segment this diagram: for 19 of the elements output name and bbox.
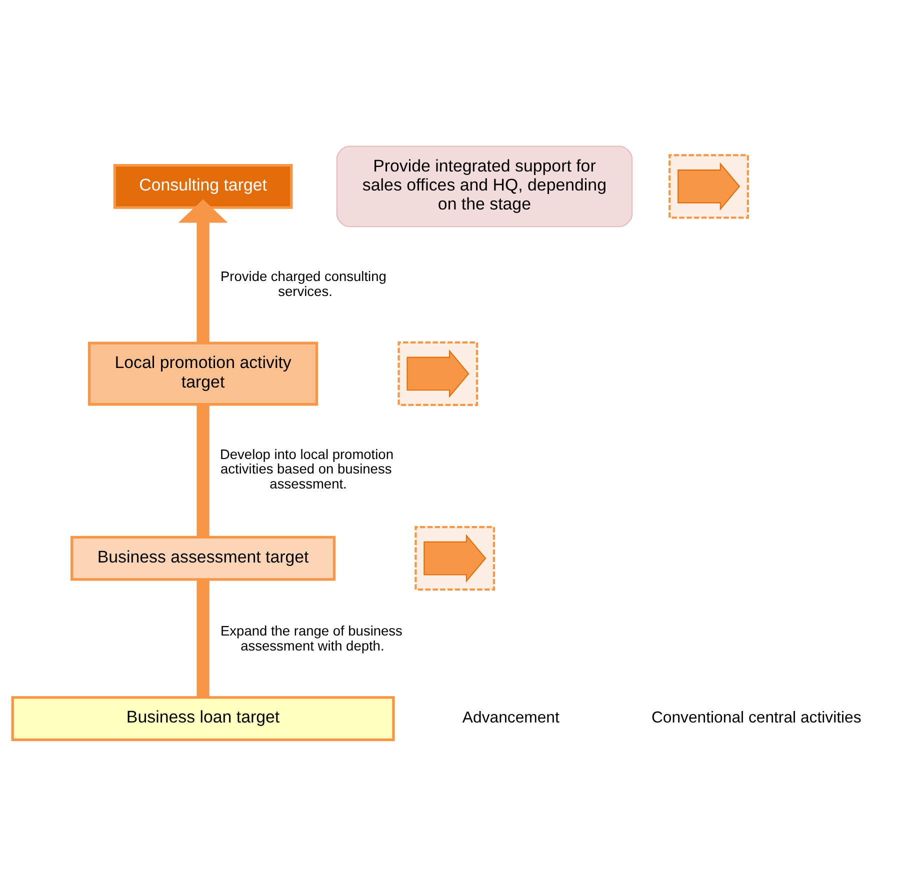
edge-label: Develop into local promotion activities based on business assessment. [220, 446, 394, 492]
node-box: Business loan target [11, 696, 395, 742]
cluster [414, 526, 496, 591]
node-arrow [678, 162, 740, 211]
connector [196, 404, 210, 538]
arrow [178, 199, 228, 343]
cluster [398, 341, 478, 406]
node-box: Local promotion activity target [88, 342, 318, 406]
node-box: Provide integrated support for sales offices and HQ, depending on the stage [336, 146, 633, 228]
node-box: Business assessment target [70, 536, 336, 581]
label: Advancement [462, 709, 560, 726]
node-arrow [424, 534, 486, 583]
edge-label: Expand the range of business assessment with depth. [220, 623, 402, 654]
node-arrow [406, 350, 470, 398]
cluster [668, 154, 749, 219]
edge-label: Provide charged consulting services. [220, 269, 386, 299]
label: Conventional central activities [651, 709, 862, 726]
connector [196, 580, 210, 698]
node-box: Consulting target [113, 164, 293, 209]
